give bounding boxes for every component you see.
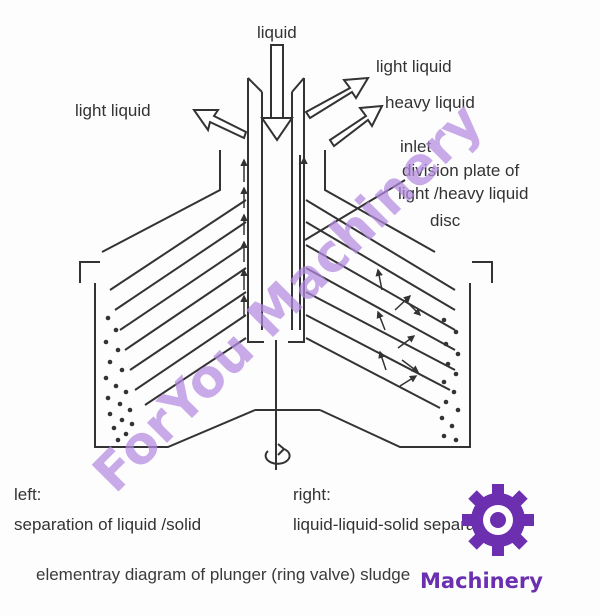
left-disc-stack — [109, 199, 247, 406]
right-disc-flow-arrows — [375, 268, 422, 387]
right-disc-stack — [305, 199, 456, 409]
bowl-right-rim — [472, 261, 493, 283]
label-liquid: liquid — [257, 23, 297, 42]
center-tube — [247, 78, 264, 343]
label-light-liquid-left: light liquid — [75, 101, 151, 120]
left-cone-wall — [101, 150, 221, 253]
bowl-left-wall — [94, 283, 256, 448]
center-tube-top — [247, 77, 305, 93]
bowl-right-wall — [319, 283, 471, 448]
label-right-title: right: — [293, 485, 331, 504]
outlet-arrow-light-right — [304, 76, 370, 120]
label-division-plate-line1: division plate of — [402, 161, 519, 180]
left-solids — [103, 315, 135, 443]
division-plate — [304, 179, 406, 241]
label-left-desc: separation of liquid /solid — [14, 515, 201, 534]
label-inlet: inlet — [400, 137, 431, 156]
right-cone-wall — [324, 150, 436, 253]
gear-icon — [462, 484, 534, 556]
label-heavy-liquid: heavy liquid — [385, 93, 475, 112]
bowl-left-rim — [79, 261, 100, 283]
label-left-title: left: — [14, 485, 41, 504]
inlet-arrow — [260, 44, 294, 142]
label-right-desc: liquid-liquid-solid separation — [293, 515, 503, 534]
label-disc: disc — [430, 211, 461, 230]
diagram-caption: elementray diagram of plunger (ring valv… — [36, 565, 410, 584]
watermark-text: ForYou Machinery — [82, 92, 494, 504]
outlet-arrow-heavy — [328, 104, 384, 148]
outlet-arrow-light-left — [192, 109, 248, 140]
brand-logo-text: Machinery — [420, 569, 543, 593]
label-division-plate-line2: light /heavy liquid — [398, 184, 528, 203]
label-light-liquid-right: light liquid — [376, 57, 452, 76]
rotation-icon — [264, 443, 291, 465]
right-solids — [439, 317, 461, 443]
